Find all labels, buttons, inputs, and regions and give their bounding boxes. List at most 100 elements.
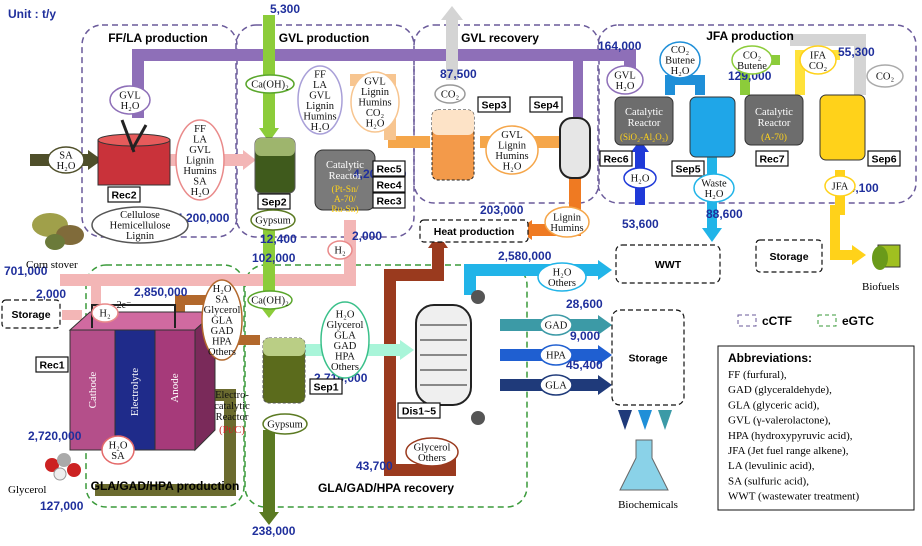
ff-mixture-line: H₂O xyxy=(191,187,210,198)
abbreviation-item: WWT (wastewater treatment) xyxy=(728,491,859,503)
gvl-h2o-jfa-line: H₂O xyxy=(616,81,635,92)
unit-rec2-box xyxy=(107,186,141,203)
flow-f88600: 88,600 xyxy=(706,207,743,221)
unit-sep4-box xyxy=(529,96,563,113)
unit-sep5-box xyxy=(671,160,705,177)
electro-reactor-catalyst: (Pt/C) xyxy=(219,425,245,436)
gvl-mixture-line: FF xyxy=(314,69,326,80)
h2o-sa-glycerol-line: Others xyxy=(208,347,236,358)
h2o-sa-glycerol-bubble xyxy=(201,279,243,361)
sa-h2o-bubble xyxy=(47,146,85,174)
co2-right-stream xyxy=(790,34,866,95)
caoh2-top-bubble xyxy=(245,74,295,94)
jfa-bubble-line: JFA xyxy=(832,182,849,193)
unit-label: Unit : t/y xyxy=(8,7,56,21)
legend-egtc-label: eGTC xyxy=(842,314,874,328)
section-ff-la-box xyxy=(81,24,238,238)
co2-recovery-line: CO₂ xyxy=(441,90,460,101)
cellulose-input-line: Cellulose xyxy=(120,210,160,221)
h2-stream xyxy=(60,220,356,286)
unit-rec5: Rec5 xyxy=(376,164,401,176)
unit-rec3-box xyxy=(372,192,406,209)
glycerol-label: Glycerol xyxy=(8,484,46,496)
green-feed-arrow xyxy=(259,128,279,142)
storage-biochemicals-box xyxy=(611,309,685,406)
h2-low-line: H₂ xyxy=(99,309,111,320)
sa-h2o-line: SA xyxy=(59,150,73,161)
lignin-humins-bubble xyxy=(544,206,590,238)
cellulose-input-line: Lignin xyxy=(126,231,155,242)
sep1-vessel xyxy=(262,337,306,404)
flow-f102000: 102,000 xyxy=(252,251,296,265)
gvl-lignin-mix-line: Lignin xyxy=(498,140,527,151)
glycerol-feed-stream xyxy=(95,389,236,496)
co2-butene-line: Butene xyxy=(737,61,767,72)
wwt-box xyxy=(615,244,721,284)
unit-dis: Dis1~5 xyxy=(402,406,436,418)
glycerol-others-bubble xyxy=(405,437,459,467)
abbreviation-item: GLA (glyceric acid), xyxy=(728,399,820,411)
caoh2-top-line: Ca(OH)₂ xyxy=(251,80,289,91)
flow-f203000: 203,000 xyxy=(480,203,524,217)
unit-sep1-box xyxy=(309,378,343,395)
flask-icon xyxy=(619,439,669,491)
wwt: WWT xyxy=(655,259,682,271)
unit-rec4: Rec4 xyxy=(376,180,401,192)
ifa-co2-line: IFA xyxy=(810,50,827,61)
electron-label: 2e⁻ xyxy=(117,300,132,311)
unit-rec7: Rec7 xyxy=(759,154,784,166)
h2o-glycerol-2-line: GAD xyxy=(334,341,357,352)
catalytic-reactor-3-catalyst: (A-70) xyxy=(761,132,787,143)
storage-h2-box xyxy=(1,299,61,329)
h2-mid-bubble xyxy=(327,240,353,260)
ff-mixture-line: GVL xyxy=(189,145,211,156)
gvl-h2o-top-line: H₂O xyxy=(121,101,140,112)
h2o-glycerol-2-line: HPA xyxy=(335,351,355,362)
flow-f2720000: 2,720,000 xyxy=(28,429,82,443)
flow-f2000a: 2,000 xyxy=(352,229,382,243)
unit-sep2: Sep2 xyxy=(261,197,286,209)
gad-bubble-line: GAD xyxy=(545,321,568,332)
electro-reactor-label: Electro- xyxy=(215,390,249,401)
co2-butene-line: CO₂ xyxy=(743,50,762,61)
heat-production: Heat production xyxy=(434,226,515,238)
hpa-bubble-bubble xyxy=(539,344,573,366)
jfa-bubble-bubble xyxy=(824,175,856,197)
bio-arrow-3 xyxy=(658,410,672,430)
catalytic-reactor-1-catalyst: A-70/ xyxy=(334,195,357,205)
lignin-humins-line: Humins xyxy=(550,223,583,234)
sep5-vessel xyxy=(689,96,736,158)
catalytic-reactor-2-label: Catalytic xyxy=(625,107,663,118)
electrolyte-label: Electrolyte xyxy=(129,368,141,416)
abbreviation-item: GAD (glyceraldehyde), xyxy=(728,384,832,396)
waste-h2o-bubble xyxy=(693,173,735,203)
gvl-lignin-mix-line: GVL xyxy=(501,130,523,141)
gvl-h2o-top-line: GVL xyxy=(119,90,141,101)
unit-sep2-box xyxy=(257,193,291,210)
bio-arrow-1 xyxy=(618,410,632,430)
co2-butene-h2o-line: H₂O xyxy=(671,66,690,77)
h2o-sa-low-line: SA xyxy=(111,451,125,462)
ff-mixture-line: FF xyxy=(194,124,206,135)
section-gla-prod-title: GLA/GAD/HPA production xyxy=(91,479,240,493)
jfa-out-arrow xyxy=(852,245,866,265)
waste-h2o-line: Waste xyxy=(701,178,727,189)
ff-arrow xyxy=(243,150,256,170)
sa-feed-arrow xyxy=(88,150,102,170)
glycerol-molecule-icon xyxy=(45,453,81,481)
h2o-jfa-line: H₂O xyxy=(631,174,650,185)
unit-rec2: Rec2 xyxy=(111,190,136,202)
h2o-sa-glycerol-line: Glycerol xyxy=(204,305,241,316)
flow-f2580000: 2,580,000 xyxy=(498,249,552,263)
gvl-h2o-top-bubble xyxy=(109,85,151,115)
h2o-sa-glycerol-line: HPA xyxy=(212,337,232,348)
unit-sep3-box xyxy=(477,96,511,113)
abbreviation-item: FF (furfural), xyxy=(728,369,787,381)
sa-h2o-line: H₂O xyxy=(57,161,76,172)
abbreviations-box xyxy=(717,345,915,511)
gvl-mixture-bubble xyxy=(297,65,343,135)
biofuels-icon xyxy=(872,244,901,270)
jfa-blue-stream xyxy=(665,75,705,95)
cellulose-input-line: Hemicellulose xyxy=(110,221,171,232)
